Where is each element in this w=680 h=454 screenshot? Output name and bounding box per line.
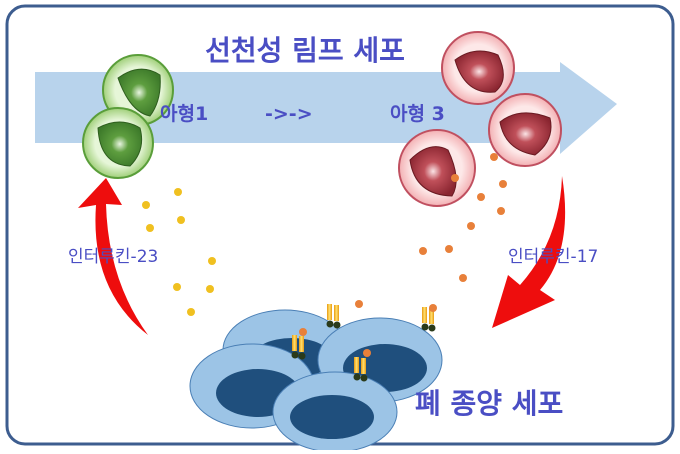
- subtype-1: 아형1: [160, 103, 208, 125]
- title: 선천성 림프 세포: [205, 34, 405, 67]
- right-curved-arrow: [492, 176, 566, 328]
- red-cell: [441, 31, 515, 105]
- red-cell: [398, 129, 476, 207]
- tumor-cells: [189, 309, 443, 453]
- il17-label: 인터루킨-17: [508, 247, 598, 267]
- left-curved-arrow: [78, 178, 148, 335]
- green-cell: [82, 107, 154, 179]
- tumor-label: 폐 종양 세포: [415, 387, 563, 420]
- il23-dots: [142, 188, 216, 316]
- il17-dots: [355, 153, 507, 308]
- subtype-3: 아형 3: [390, 103, 445, 125]
- red-cell: [488, 93, 562, 167]
- transition-arrow-text: ->->: [265, 103, 313, 125]
- receptors: [291, 304, 437, 382]
- il23-label: 인터루킨-23: [68, 247, 158, 267]
